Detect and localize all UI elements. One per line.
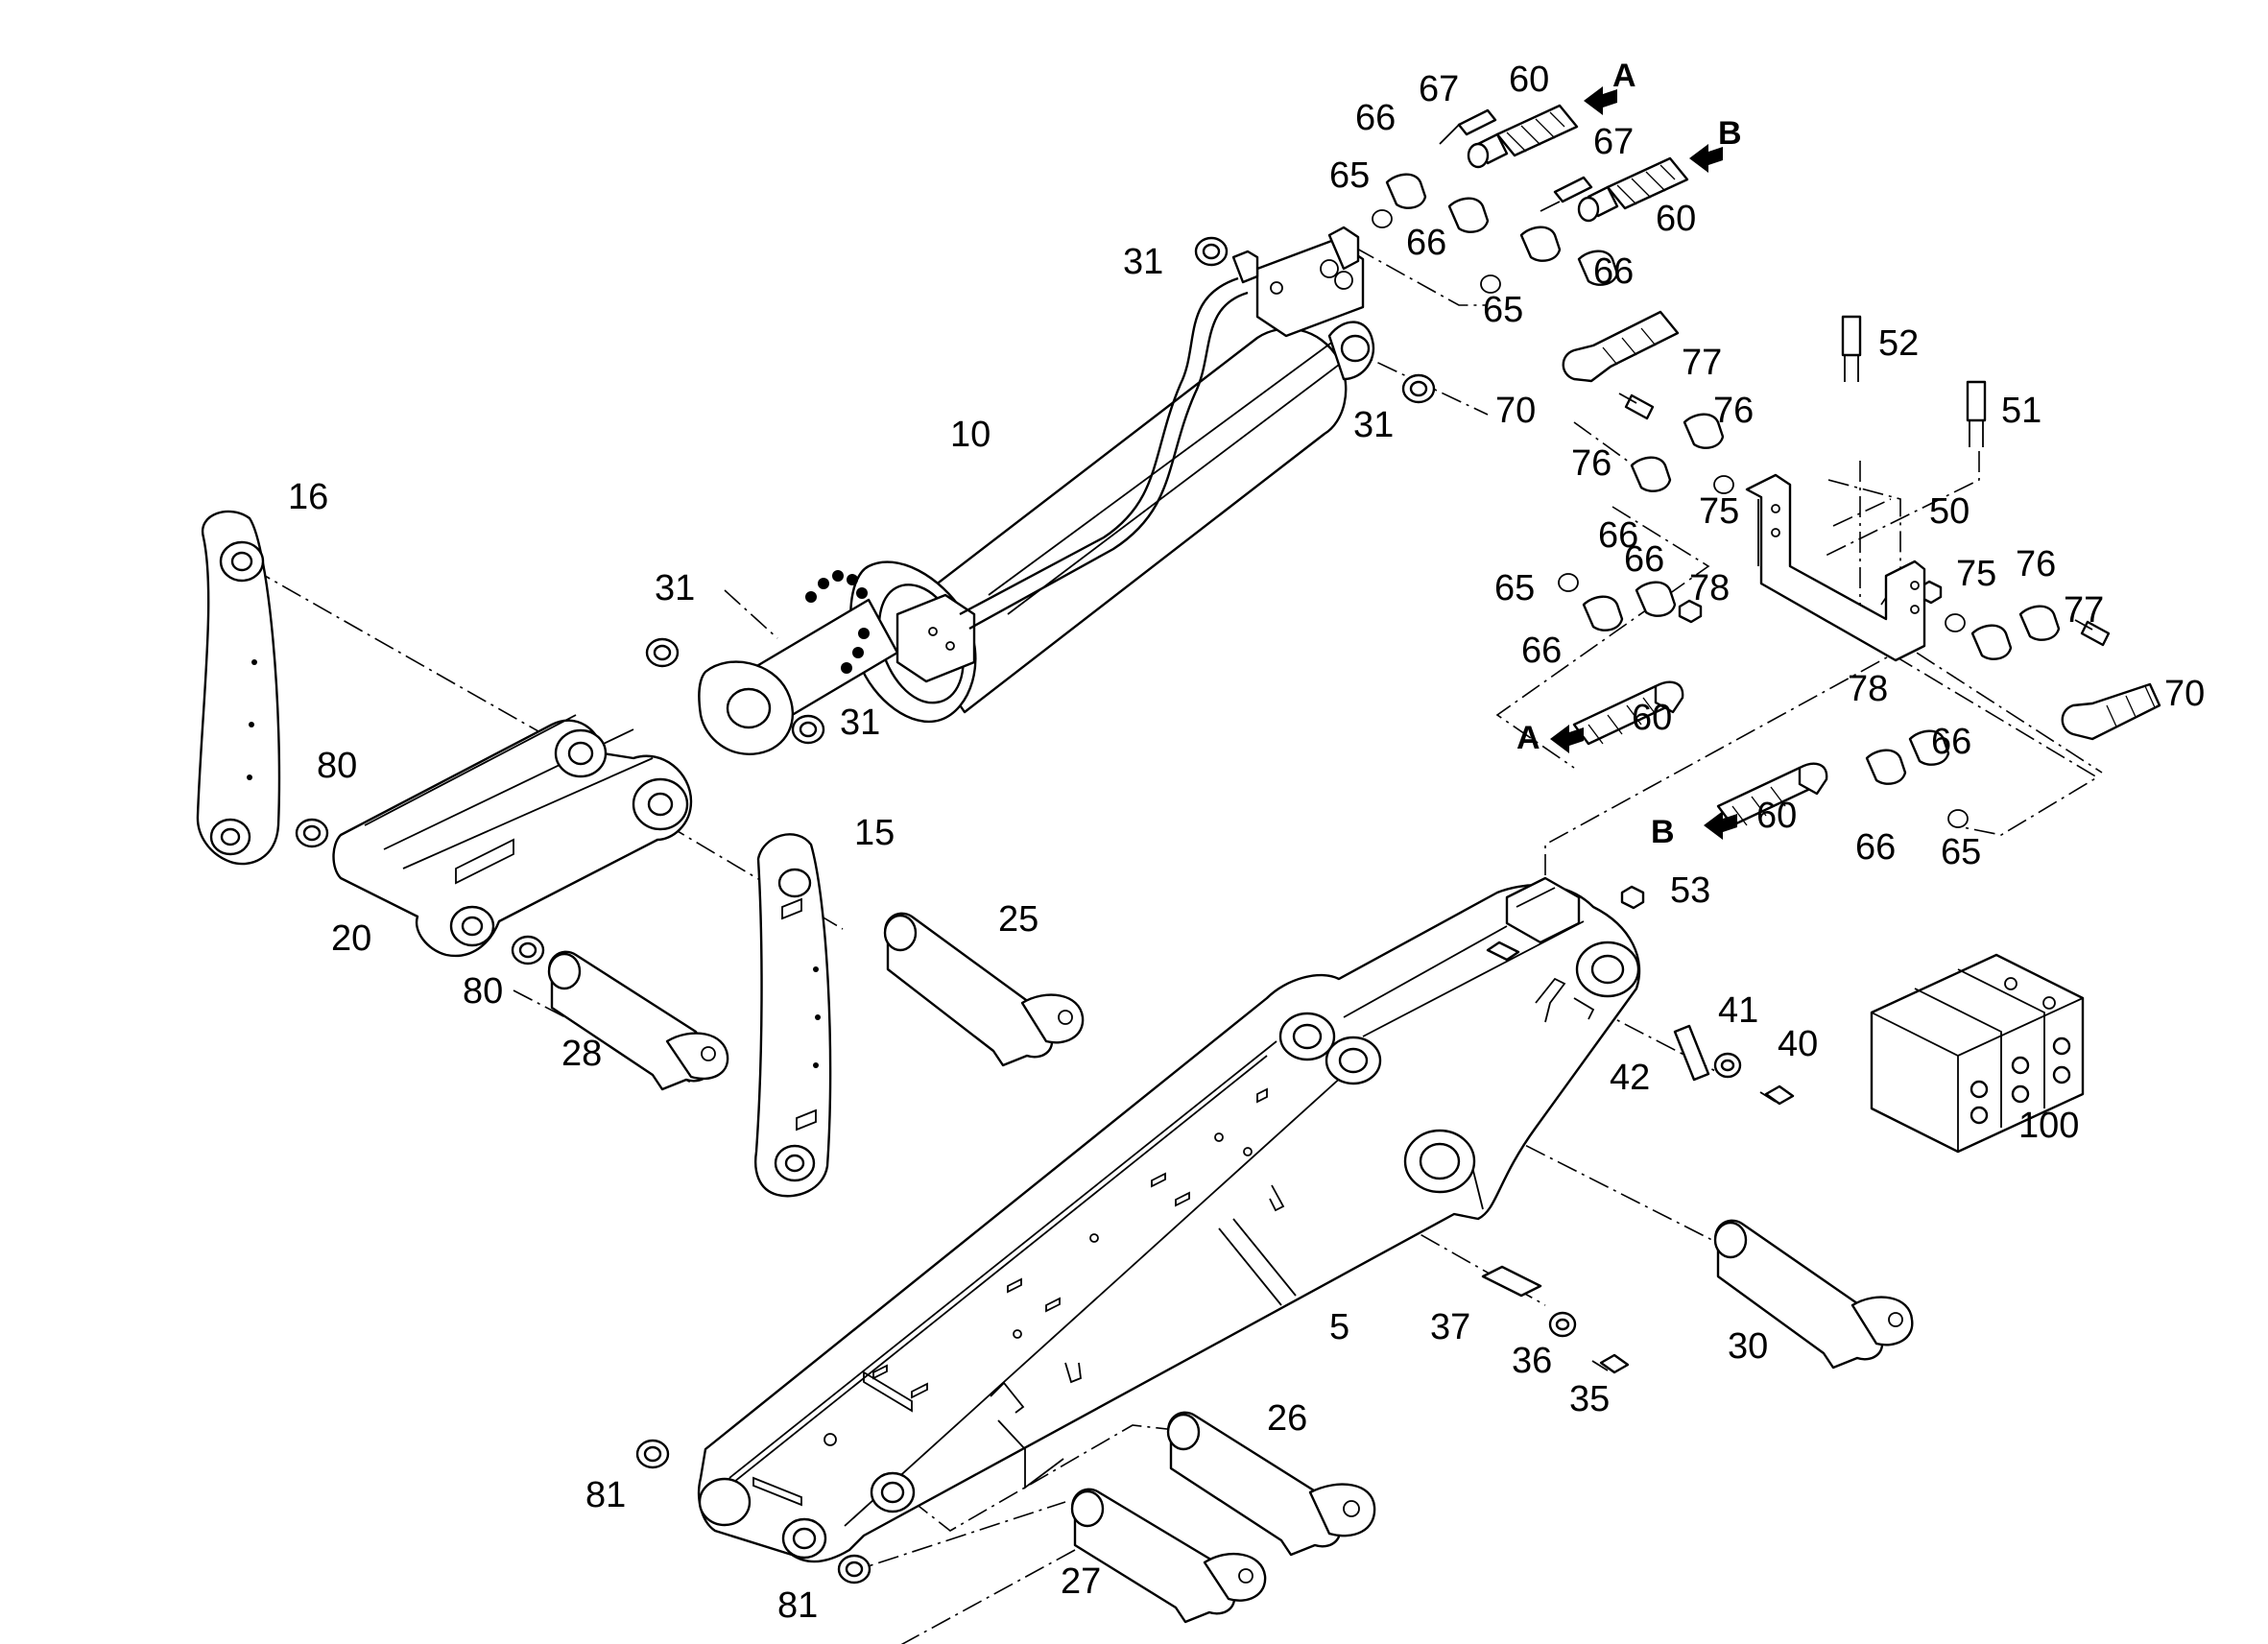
bracket-50 [1745, 473, 1926, 662]
callout-35: 35 [1569, 1379, 1610, 1419]
pin-30 [1713, 1219, 1914, 1370]
port-label-a: A [1516, 720, 1540, 756]
callout-77: 77 [1682, 343, 1722, 383]
port-arrows [1550, 86, 1737, 840]
callout-41: 41 [1718, 990, 1758, 1031]
hydraulic-cylinder [698, 226, 1375, 755]
callout-65: 65 [1494, 568, 1535, 608]
callout-66: 66 [1406, 223, 1446, 263]
valve-block-100 [1870, 953, 2085, 1154]
callout-66: 66 [1598, 515, 1638, 556]
pin-27 [1070, 1488, 1267, 1624]
link-20 [332, 714, 693, 958]
port-label-a: A [1612, 58, 1636, 94]
callout-60: 60 [1632, 698, 1672, 738]
link-15 [754, 833, 832, 1198]
callout-36: 36 [1512, 1341, 1552, 1381]
callout-10: 10 [950, 415, 991, 455]
callout-81: 81 [777, 1585, 818, 1626]
callout-80: 80 [463, 971, 503, 1012]
callout-66: 66 [1355, 98, 1396, 138]
callout-77: 77 [2064, 590, 2104, 631]
callout-76: 76 [2016, 544, 2056, 584]
callout-26: 26 [1267, 1398, 1307, 1439]
callout-70: 70 [2164, 674, 2205, 714]
callout-65: 65 [1941, 832, 1981, 872]
callout-65: 65 [1483, 290, 1523, 330]
callout-labels: 5 10 15 16 20 25 26 27 28 30 31 31 31 31 35 36 37 40 41 42 5… [288, 58, 2205, 1626]
callout-76: 76 [1571, 443, 1611, 484]
link-16 [196, 510, 281, 866]
callout-67: 67 [1419, 69, 1459, 109]
callout-66: 66 [1593, 251, 1634, 292]
callout-75: 75 [1956, 554, 1996, 594]
callout-28: 28 [561, 1034, 602, 1074]
callout-25: 25 [998, 899, 1039, 940]
callout-51: 51 [2001, 391, 2041, 431]
callout-52: 52 [1878, 323, 1919, 364]
callout-75: 75 [1699, 491, 1739, 532]
callout-15: 15 [854, 813, 895, 853]
boom [697, 876, 1641, 1563]
callout-31: 31 [1123, 242, 1163, 282]
callout-27: 27 [1061, 1561, 1101, 1602]
port-label-b: B [1718, 115, 1742, 152]
clamp-halves [1385, 173, 2061, 1298]
callout-67: 67 [1593, 122, 1634, 162]
callout-65: 65 [1329, 155, 1370, 196]
callout-66: 66 [1521, 631, 1562, 671]
callout-60: 60 [1509, 60, 1549, 100]
callout-60: 60 [1656, 199, 1696, 239]
callout-66: 66 [1624, 539, 1664, 580]
callout-76: 76 [1713, 391, 1754, 431]
callout-16: 16 [288, 477, 328, 517]
pin-25 [883, 912, 1085, 1067]
callout-40: 40 [1778, 1024, 1818, 1064]
callout-78: 78 [1848, 669, 1888, 709]
callout-70: 70 [1495, 391, 1536, 431]
callout-100: 100 [2018, 1106, 2079, 1146]
callout-37: 37 [1430, 1307, 1470, 1347]
callout-80: 80 [317, 746, 357, 786]
bolts [1439, 108, 2111, 1374]
callout-30: 30 [1728, 1326, 1768, 1367]
callout-20: 20 [331, 918, 371, 959]
hoses [1467, 104, 2161, 827]
port-label-b: B [1651, 814, 1675, 850]
pin-26 [1166, 1411, 1376, 1557]
callout-53: 53 [1670, 870, 1710, 911]
callout-31: 31 [1353, 405, 1394, 445]
callout-31: 31 [655, 568, 695, 608]
callout-50: 50 [1929, 491, 1970, 532]
pin-28 [547, 950, 729, 1091]
callout-66: 66 [1931, 722, 1971, 762]
callout-31: 31 [840, 703, 880, 743]
callout-81: 81 [585, 1475, 626, 1515]
callout-66: 66 [1855, 827, 1896, 868]
callout-5: 5 [1329, 1307, 1349, 1347]
callout-60: 60 [1756, 796, 1797, 836]
callout-42: 42 [1610, 1058, 1650, 1098]
callout-78: 78 [1689, 568, 1730, 608]
washers [295, 209, 1969, 1584]
